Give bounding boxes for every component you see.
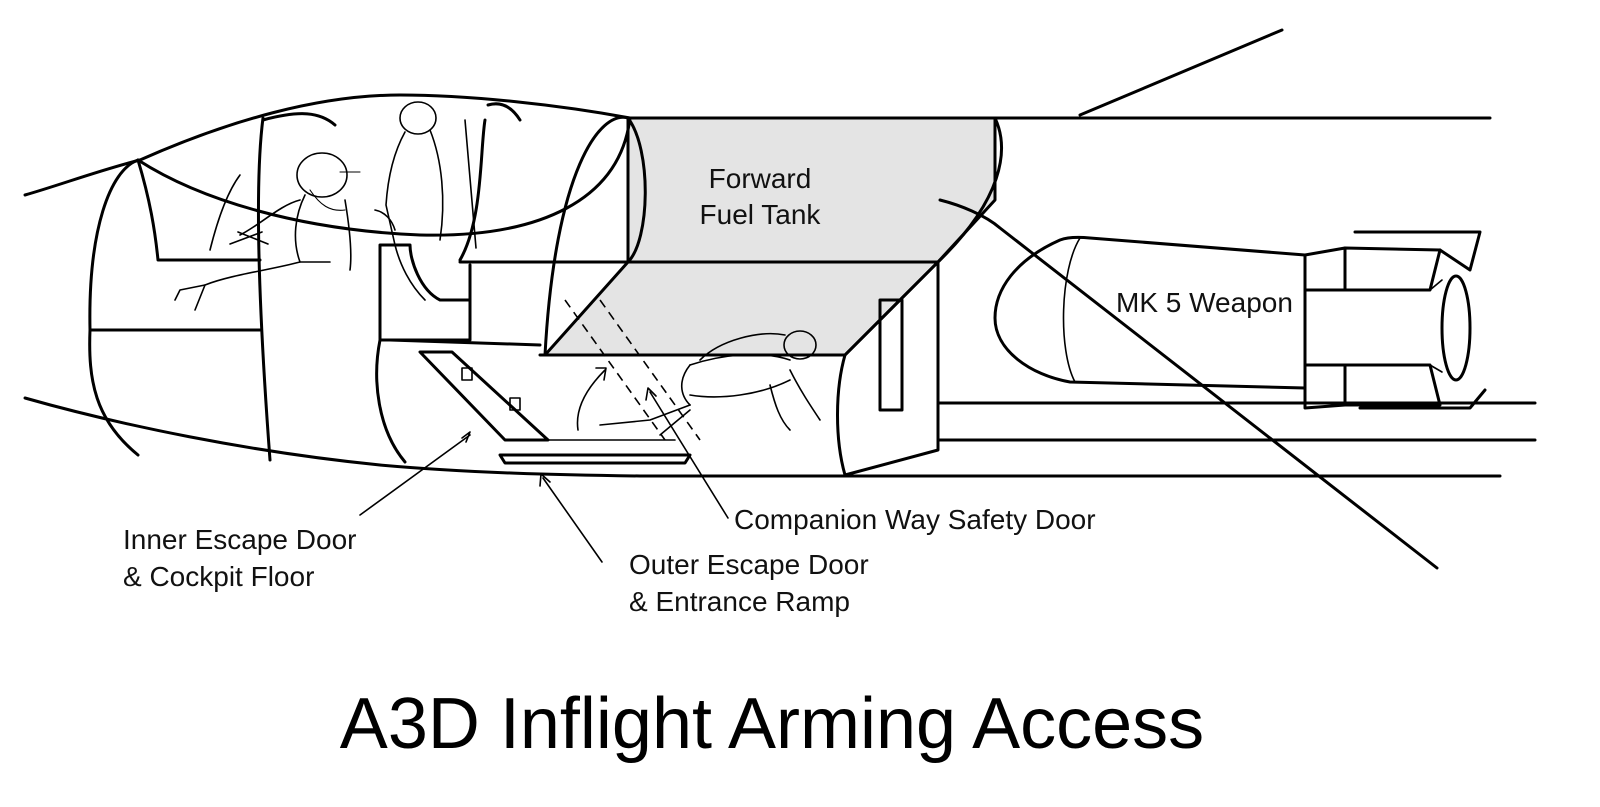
inner-door-label-line1: Inner Escape Door: [123, 524, 356, 555]
crawling-crewman: [599, 330, 821, 436]
fuselage: [23, 28, 1537, 570]
companion-way-door: [836, 260, 940, 477]
outer-door-label-line1: Outer Escape Door: [629, 549, 869, 580]
weapon-label: MK 5 Weapon: [1116, 287, 1293, 318]
fuel-tank-label-line2: Fuel Tank: [700, 199, 822, 230]
leader-lines: [359, 387, 729, 563]
pilot-figure: [174, 152, 361, 311]
mk5-weapon: [993, 230, 1487, 410]
diagram-title: A3D Inflight Arming Access: [340, 684, 1204, 764]
outer-door-label-line2: & Entrance Ramp: [629, 586, 850, 617]
fuel-tank-label-line1: Forward: [709, 163, 812, 194]
inner-escape-door: [418, 350, 550, 442]
inner-door-label-line2: & Cockpit Floor: [123, 561, 314, 592]
companion-door-label: Companion Way Safety Door: [734, 504, 1096, 535]
crew-seat-figure: [374, 101, 472, 342]
companion-way-dashes: [564, 299, 701, 441]
outer-escape-door: [498, 439, 692, 465]
